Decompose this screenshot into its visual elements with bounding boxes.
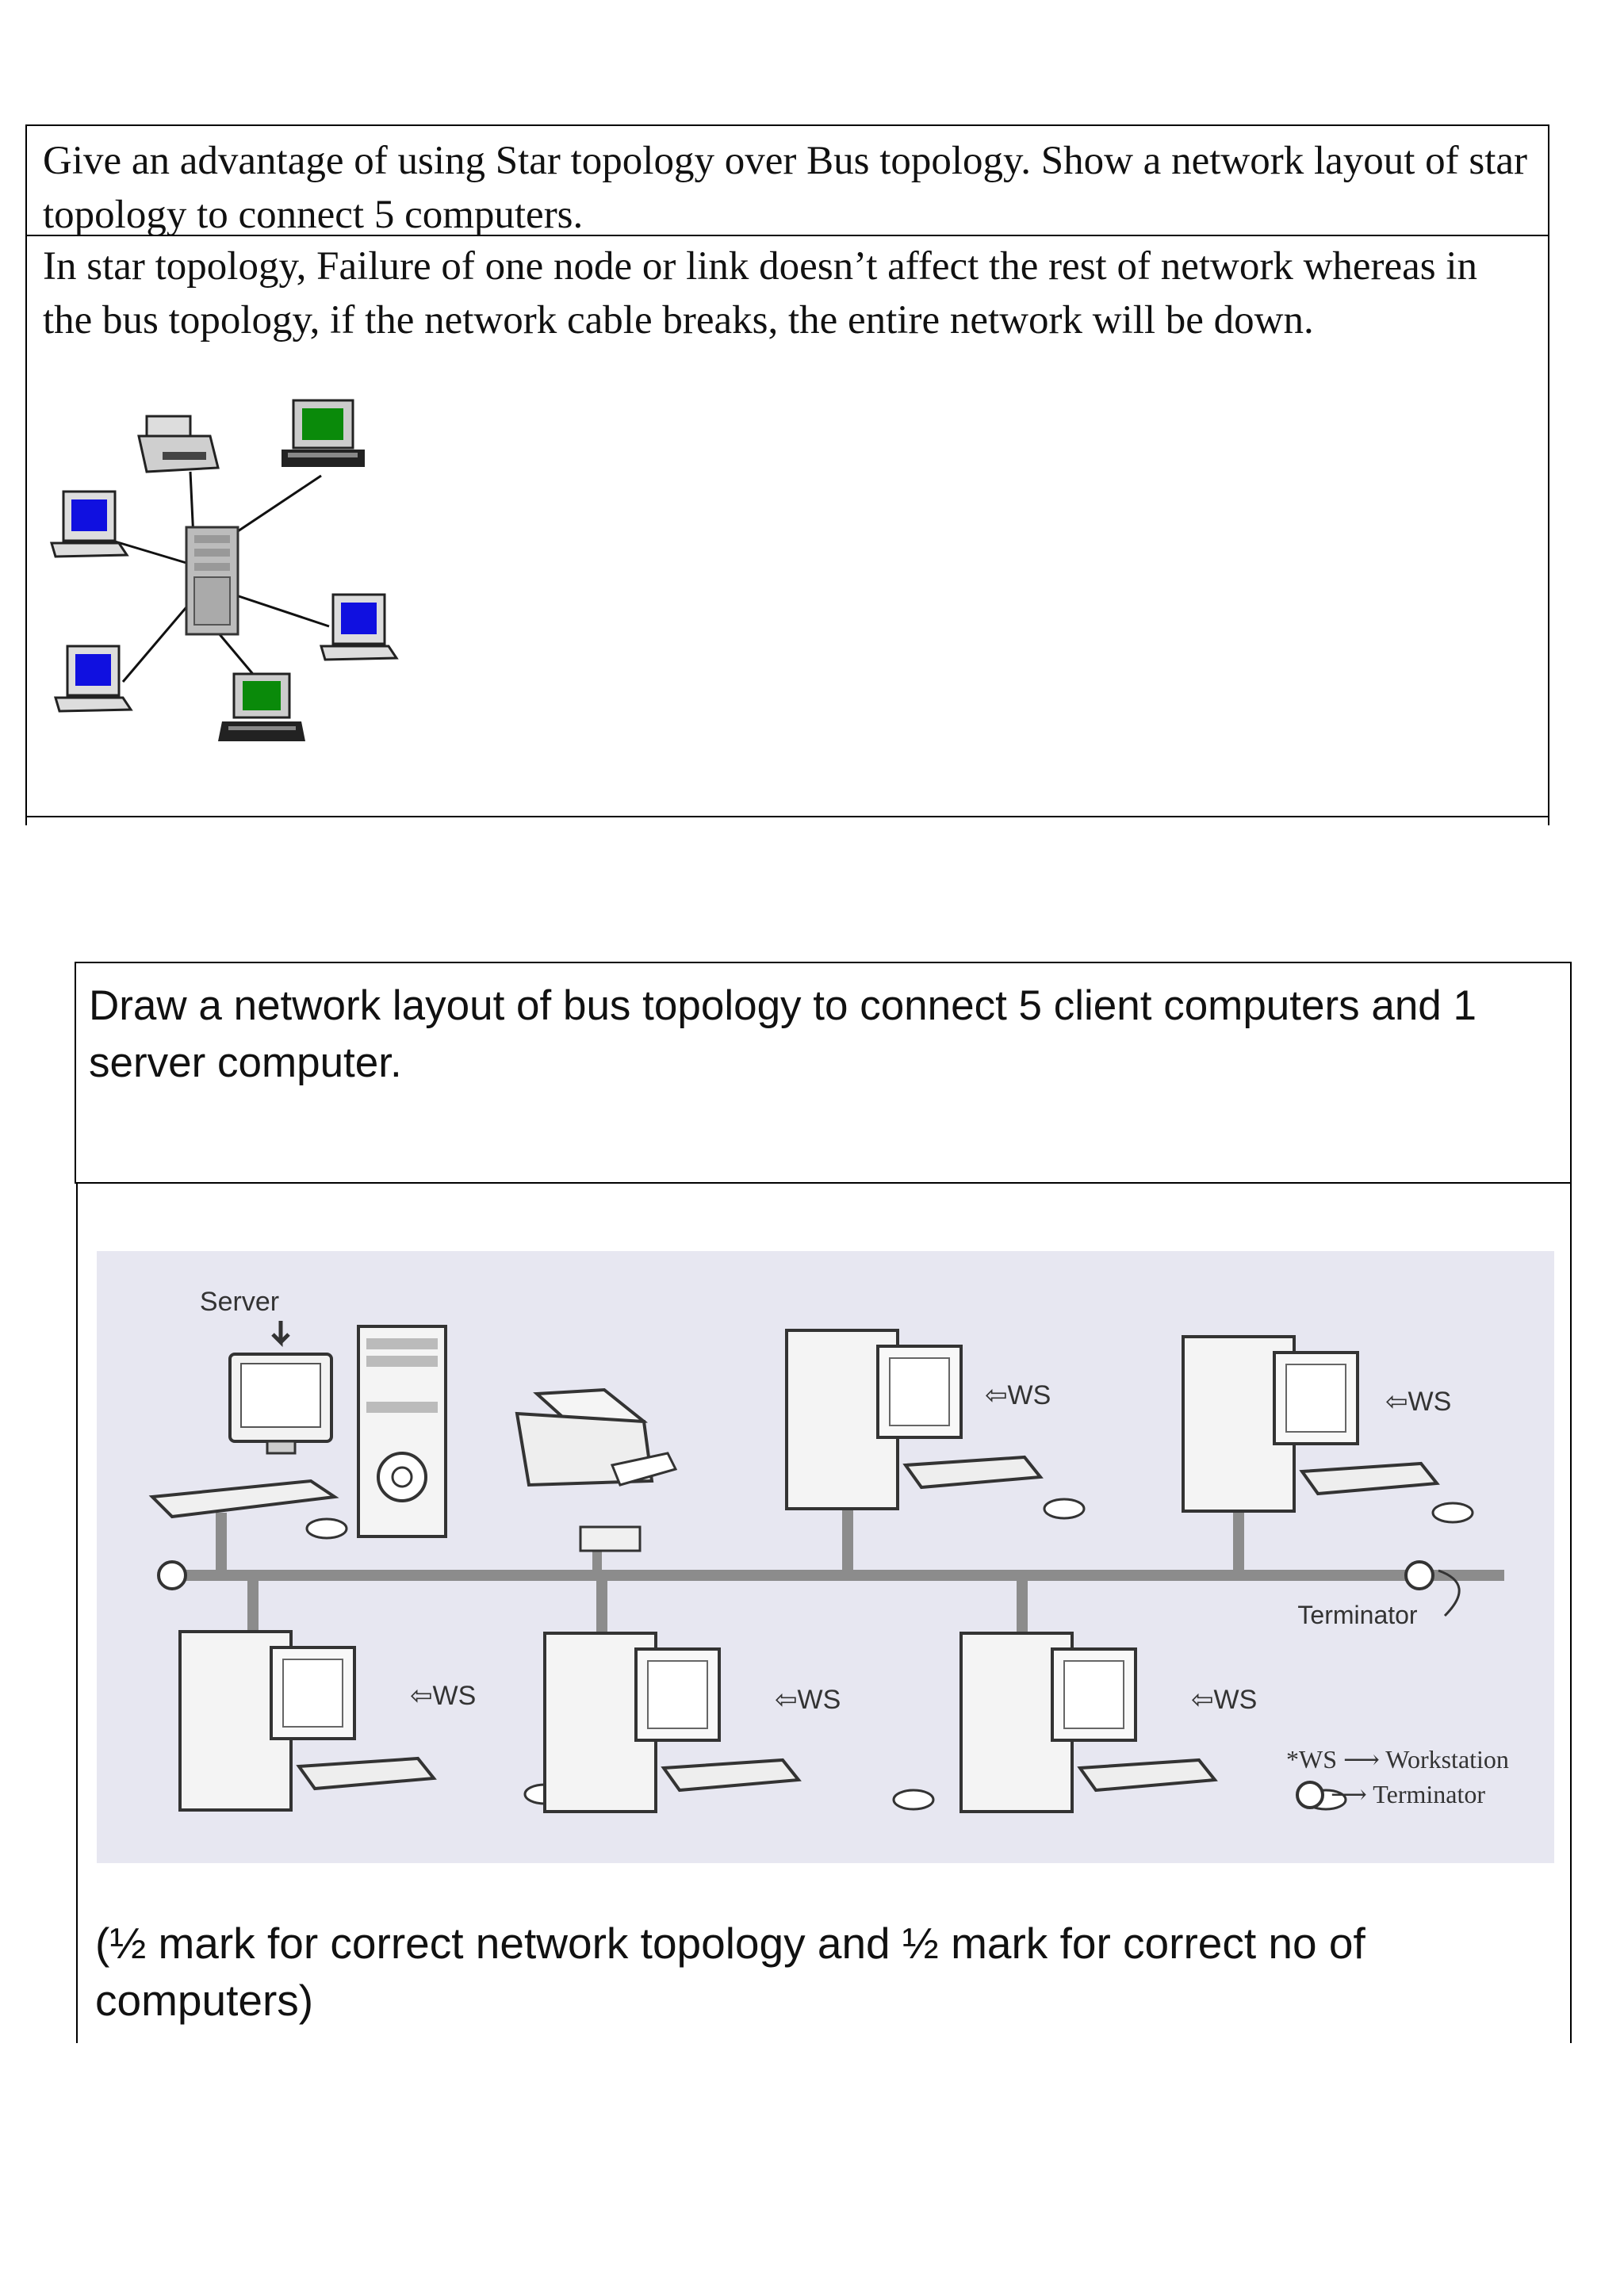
legend-terminator: ⟶ Terminator [1331, 1780, 1485, 1808]
workstation-icon [53, 645, 133, 713]
table-border [75, 1182, 1572, 1184]
hub-server-icon [185, 526, 239, 636]
workstation-bottom-1: ⇦WS [178, 1630, 566, 1812]
question-1-cell: Give an advantage of using Star topology… [25, 124, 1549, 237]
workstation-icon [319, 593, 399, 661]
question-2-text: Draw a network layout of bus topology to… [89, 982, 1477, 1086]
question-1-text: Give an advantage of using Star topology… [43, 139, 1528, 237]
server-label: Server [200, 1287, 279, 1317]
marking-note: (½ mark for correct network topology and… [95, 1919, 1365, 2025]
workstation-bottom-3: ⇦WS [959, 1632, 1347, 1813]
terminator-label: Terminator [1297, 1601, 1418, 1629]
bus-backbone [157, 1509, 1504, 1636]
legend-workstation: *WS ⟶ Workstation [1286, 1745, 1509, 1774]
bus-topology-diagram: Server ⇦WS ⇦WS [97, 1251, 1554, 1863]
workstation-bottom-2: ⇦WS [543, 1632, 935, 1813]
answer-2-cell [76, 1182, 1572, 2043]
ws-label: ⇦WS [1191, 1685, 1257, 1715]
printer-icon [137, 415, 220, 473]
ws-label: ⇦WS [775, 1685, 841, 1715]
ws-label: ⇦WS [1385, 1387, 1451, 1417]
workstation-icon [282, 399, 365, 467]
star-topology-diagram [49, 399, 399, 741]
answer-1-cell: In star topology, Failure of one node or… [25, 235, 1549, 817]
workstation-icon [218, 672, 305, 741]
printer-icon [515, 1387, 678, 1552]
table-border [1548, 816, 1549, 825]
workstation-top-1: ⇦WS [785, 1329, 1086, 1520]
terminator-icon [1404, 1560, 1434, 1590]
workstation-top-2: ⇦WS [1182, 1335, 1474, 1524]
question-2-cell: Draw a network layout of bus topology to… [75, 962, 1572, 1184]
workstation-icon [49, 490, 129, 558]
diagram-legend: *WS ⟶ Workstation ⟶ Terminator [1286, 1745, 1509, 1809]
table-border [25, 816, 27, 825]
ws-label: ⇦WS [410, 1681, 476, 1711]
terminator-icon [157, 1560, 187, 1590]
server-computer-icon: Server [148, 1287, 447, 1540]
ws-label: ⇦WS [985, 1380, 1051, 1410]
answer-1-text: In star topology, Failure of one node or… [43, 244, 1478, 342]
